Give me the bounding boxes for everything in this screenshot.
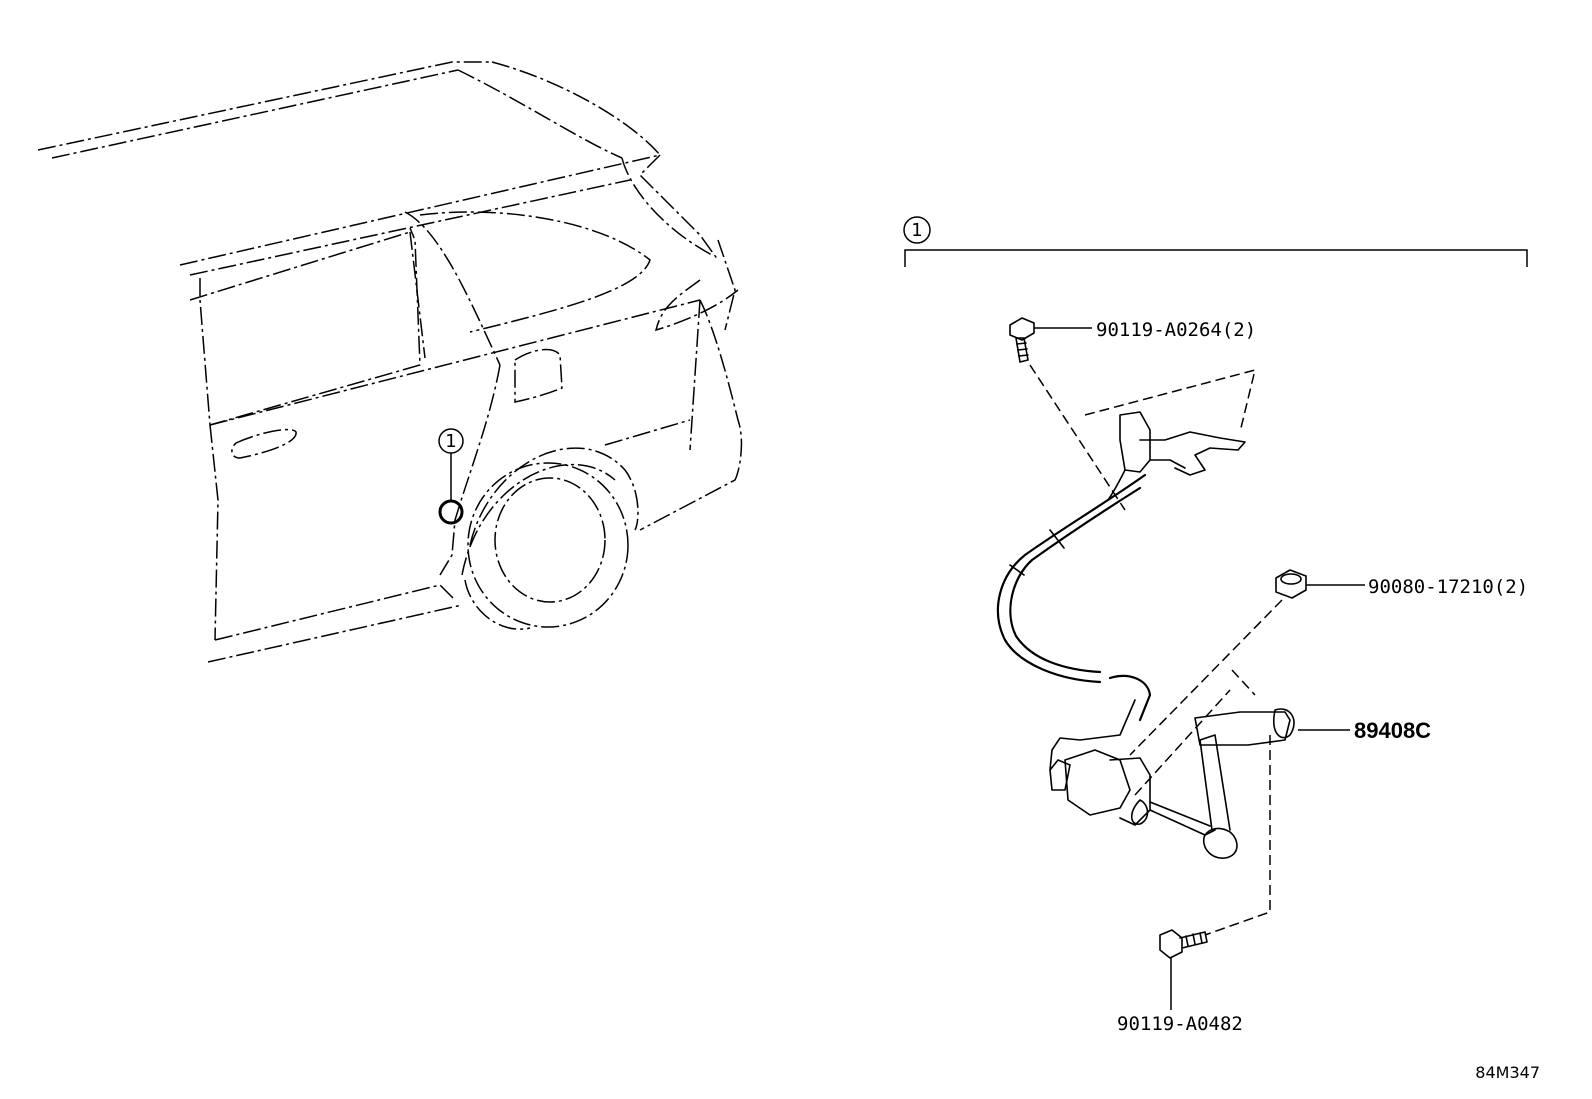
vehicle-illustration: 1 <box>37 61 743 663</box>
bolt-icon <box>1009 317 1035 363</box>
nut-icon <box>1275 569 1307 599</box>
part-label-90080-17210: 90080-17210(2) <box>1368 576 1528 598</box>
part-label-90119-a0482: 90119-A0482 <box>1117 1013 1243 1035</box>
height-sensor-assembly <box>996 317 1365 1010</box>
callout-1-marker-assembly <box>903 216 931 244</box>
diagram-reference-code: 84M347 <box>1475 1063 1540 1082</box>
bolt-icon <box>1159 929 1208 959</box>
part-label-90119-a0264: 90119-A0264(2) <box>1096 319 1256 341</box>
callout-1-number-assembly: 1 <box>911 220 922 241</box>
callout-1-number-vehicle: 1 <box>445 431 456 452</box>
part-label-89408c: 89408C <box>1354 718 1431 743</box>
assembly-bracket: 1 <box>903 216 1528 267</box>
sensor-location-marker <box>438 499 464 525</box>
